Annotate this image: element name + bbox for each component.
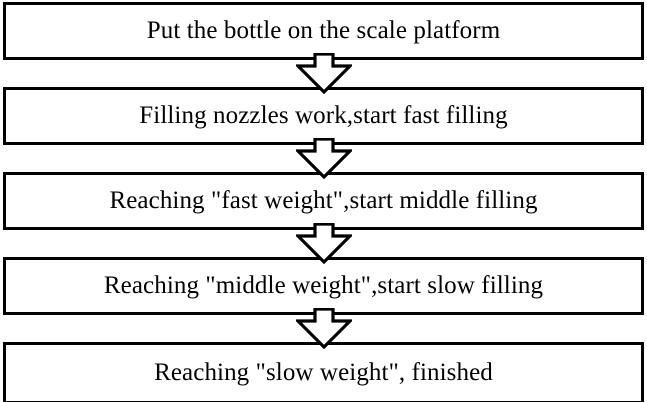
- flowchart-step-3: Reaching "fast weight",start middle fill…: [3, 172, 644, 230]
- flowchart-step-2-label: Filling nozzles work,start fast filling: [139, 101, 508, 129]
- flowchart-step-4: Reaching "middle weight",start slow fill…: [3, 257, 644, 315]
- flowchart-step-5-label: Reaching "slow weight", finished: [154, 358, 493, 386]
- flowchart-step-4-label: Reaching "middle weight",start slow fill…: [103, 271, 544, 299]
- flowchart-step-1: Put the bottle on the scale platform: [3, 2, 644, 60]
- flowchart-step-3-label: Reaching "fast weight",start middle fill…: [109, 186, 538, 214]
- flowchart-step-5: Reaching "slow weight", finished: [3, 342, 644, 402]
- flowchart-step-2: Filling nozzles work,start fast filling: [3, 87, 644, 145]
- flowchart-step-1-label: Put the bottle on the scale platform: [146, 16, 501, 44]
